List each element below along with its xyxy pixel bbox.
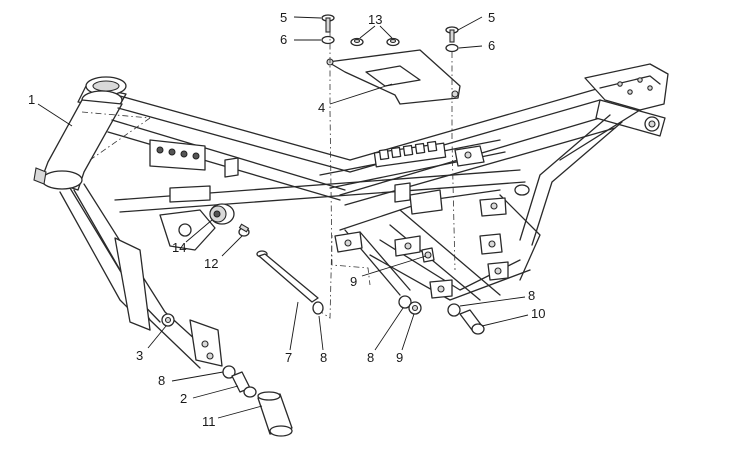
cover-plate-part (326, 49, 461, 105)
callout-9-upper: 9 (350, 274, 357, 289)
callout-13: 13 (368, 12, 382, 27)
callout-3: 3 (136, 348, 143, 363)
callout-2: 2 (180, 391, 187, 406)
washer-8-right (447, 303, 461, 317)
rear-subframe-plate (584, 63, 669, 137)
washer-6-right (445, 43, 459, 53)
callout-8-lower-left: 8 (158, 373, 165, 388)
screw-12 (238, 223, 250, 237)
washer-3 (161, 313, 175, 327)
callout-11: 11 (202, 414, 216, 429)
spacer-13-right (386, 37, 400, 47)
screw-5-left (321, 14, 335, 33)
protective-cap-11 (257, 391, 293, 437)
side-bracket (149, 139, 216, 251)
callout-10: 10 (531, 306, 545, 321)
callout-6-left: 6 (280, 32, 287, 47)
screw-10 (459, 309, 485, 335)
callout-8-center: 8 (367, 350, 374, 365)
rubber-bush-14 (209, 203, 235, 225)
callout-7: 7 (285, 350, 292, 365)
callout-8-bolt: 8 (320, 350, 327, 365)
callout-8-right: 8 (528, 288, 535, 303)
callout-5-right: 5 (488, 10, 495, 25)
screw-2 (231, 371, 257, 398)
screw-5-right (445, 26, 459, 43)
washer-8-center (398, 295, 412, 309)
nut-9-lower (408, 301, 422, 315)
main-frame (33, 63, 669, 369)
callout-9-lower: 9 (396, 350, 403, 365)
callout-1: 1 (28, 92, 35, 107)
callout-4: 4 (318, 100, 325, 115)
washer-8-bolt (312, 301, 324, 315)
callout-5-left: 5 (280, 10, 287, 25)
steering-head (33, 76, 127, 191)
washer-6-left (321, 35, 335, 45)
callout-12: 12 (204, 256, 218, 271)
callout-14: 14 (172, 240, 186, 255)
callout-6-right: 6 (488, 38, 495, 53)
nut-9-upper (421, 247, 435, 263)
spacer-13-left (350, 37, 364, 47)
long-bolt-7 (256, 250, 319, 303)
frame-slots (373, 140, 447, 168)
callout-labels: 1 5 6 13 5 6 4 14 12 9 3 7 8 8 9 8 10 8 … (28, 10, 545, 429)
leader-lines (37, 16, 529, 419)
